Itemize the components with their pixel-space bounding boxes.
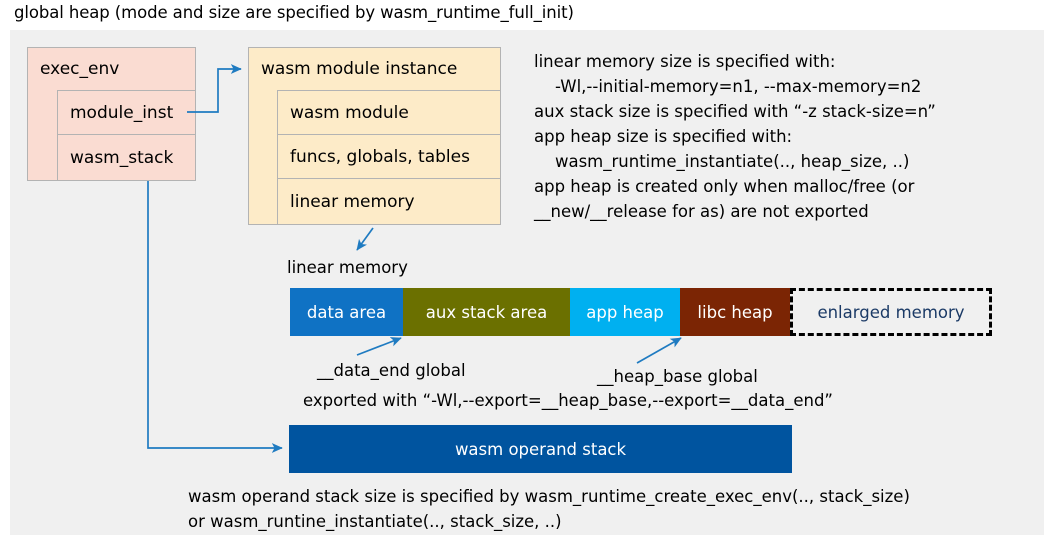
wasm-module-label: wasm module [290,102,409,123]
operand-stack-label: wasm operand stack [454,439,627,459]
data-end-global-label: __data_end global [317,361,466,380]
segment-app-heap: app heap [570,288,680,336]
module-instance-header-label: wasm module instance [261,59,458,79]
exec-env-field-wasm-stack: wasm_stack [57,134,196,181]
exported-with-note: exported with “-Wl,--export=__heap_base,… [303,391,833,410]
wasm-stack-label: wasm_stack [70,147,174,168]
module-instance-field-wasm-module: wasm module [277,90,501,135]
module-instance-field-funcs-globals-tables: funcs, globals, tables [277,134,501,179]
segment-aux-stack-area: aux stack area [403,288,570,336]
operand-stack-notes: wasm operand stack size is specified by … [188,487,910,531]
exec-env-header-label: exec_env [40,59,120,79]
linear-memory-caption: linear memory [287,258,408,277]
module-instance-field-linear-memory: linear memory [277,178,501,225]
memory-notes: linear memory size is specified with: -W… [534,52,936,221]
segment-aux-stack-area-label: aux stack area [425,302,548,322]
heap-base-global-label: __heap_base global [597,367,758,386]
funcs-globals-tables-label: funcs, globals, tables [290,146,470,167]
segment-app-heap-label: app heap [586,302,664,322]
segment-enlarged-memory: enlarged memory [790,288,992,336]
segment-data-area: data area [290,288,403,336]
segment-enlarged-memory-label: enlarged memory [817,302,965,322]
module-instance-header: wasm module instance [248,47,501,91]
page-title: global heap (mode and size are specified… [14,3,574,22]
operand-stack-bar: wasm operand stack [289,425,792,473]
exec-env-header: exec_env [27,47,196,91]
module-inst-label: module_inst [70,102,174,123]
exec-env-field-module-inst: module_inst [57,90,196,135]
segment-libc-heap: libc heap [680,288,790,336]
segment-libc-heap-label: libc heap [697,302,773,322]
segment-data-area-label: data area [306,302,387,322]
linear-memory-field-label: linear memory [290,191,415,212]
